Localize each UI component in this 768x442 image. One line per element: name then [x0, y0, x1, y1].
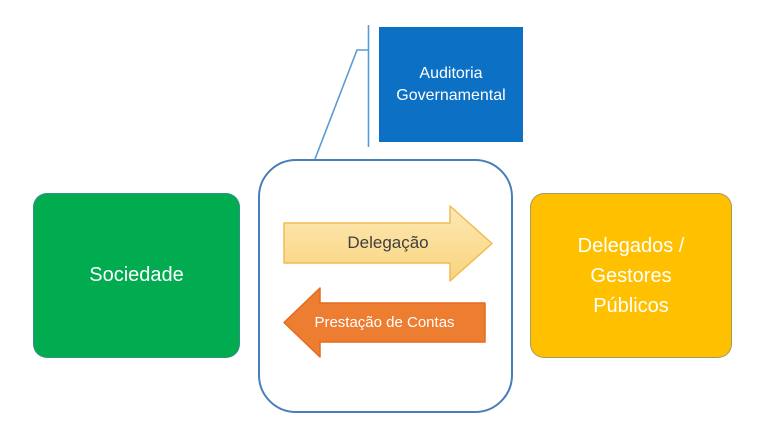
audit-box: Auditoria Governamental [379, 27, 523, 142]
society-box: Sociedade [33, 193, 240, 358]
delegates-box-label-line1: Delegados / [577, 234, 685, 257]
exchange-box [258, 159, 513, 413]
callout-leader-line [314, 49, 369, 160]
delegates-box-label-line3: Públicos [593, 294, 669, 317]
delegates-box: Delegados / Gestores Públicos [530, 193, 732, 358]
audit-box-label-line1: Auditoria [419, 64, 483, 82]
delegates-box-label-line2: Gestores [590, 264, 672, 287]
audit-box-label-line2: Governamental [396, 86, 506, 104]
society-box-label: Sociedade [89, 264, 184, 286]
